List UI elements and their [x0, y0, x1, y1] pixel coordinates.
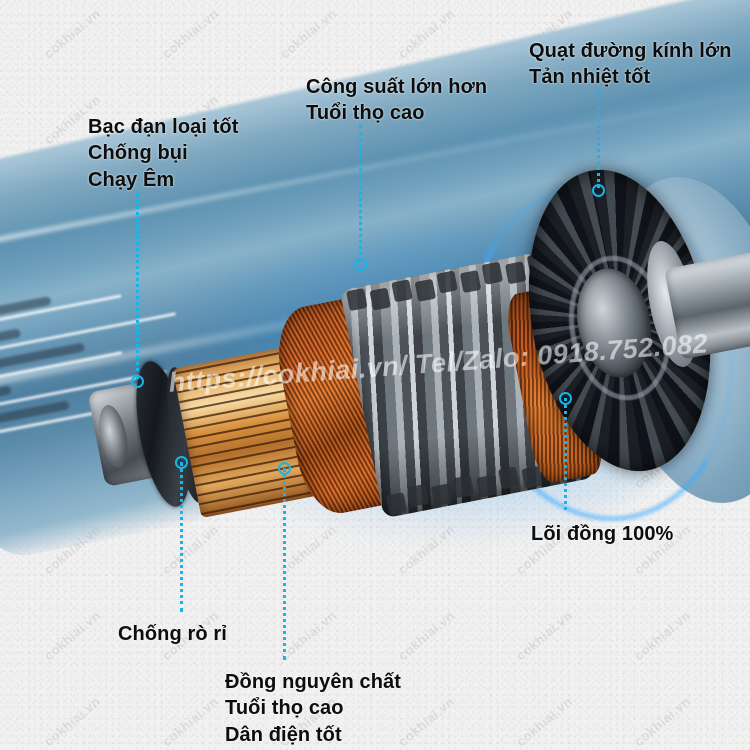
core-tooth — [436, 270, 458, 294]
core-tooth — [452, 475, 475, 499]
core-tooth — [459, 270, 482, 294]
core-tooth — [346, 288, 368, 312]
core-tooth — [414, 278, 437, 302]
core-tooth — [481, 261, 504, 285]
callout-label-pure-copper: Đồng nguyên chất Tuổi thọ cao Dân điện t… — [225, 671, 402, 746]
callout-label-copper-core: Lõi đồng 100% — [531, 523, 674, 545]
callout-label-power: Công suất lớn hơn Tuổi thọ cao — [306, 76, 488, 125]
core-tooth — [407, 483, 430, 507]
callout-label-leak-proof: Chống rò rỉ — [118, 623, 227, 645]
core-tooth — [385, 492, 408, 516]
core-tooth — [476, 474, 498, 498]
callout-label-bearing: Bạc đạn loại tốt Chống bụi Chạy Êm — [88, 116, 239, 191]
core-tooth — [391, 279, 413, 303]
core-tooth — [504, 261, 527, 285]
core-tooth — [369, 287, 391, 311]
core-tooth — [497, 466, 520, 490]
callout-label-fan: Quạt đường kính lớn Tản nhiệt tốt — [529, 40, 732, 89]
core-tooth — [430, 483, 453, 507]
